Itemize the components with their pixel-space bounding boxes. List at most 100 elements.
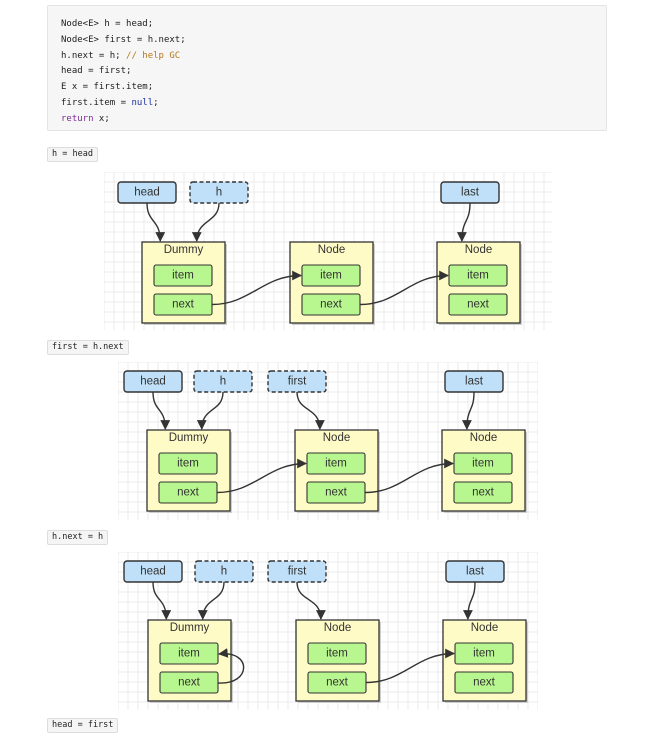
pointer-arrow-first	[296, 581, 326, 620]
node-field-item: item	[325, 458, 347, 470]
pointer-box	[189, 181, 249, 204]
node-field-item: item	[320, 270, 342, 282]
list-node: Node item next	[289, 241, 375, 325]
pointer-arrow-head	[152, 581, 172, 620]
pointer-first: first	[267, 370, 327, 393]
code-token: h.next = h;	[61, 50, 127, 61]
code-line: Node<E> first = h.next;	[61, 33, 606, 49]
node-field-next: next	[473, 677, 496, 689]
code-line: Node<E> h = head;	[61, 17, 606, 33]
node-title: Node	[471, 622, 499, 634]
node-field-box	[159, 642, 219, 665]
next-link-node-to-node	[365, 648, 455, 684]
node-field-item: item	[473, 648, 495, 660]
node-field-box	[301, 264, 361, 287]
node-field-box	[453, 481, 513, 504]
node-field-box	[454, 642, 514, 665]
pointer-arrow-first	[296, 391, 325, 430]
node-field-next: next	[467, 299, 490, 311]
step-label-1: h = head	[47, 147, 98, 162]
linked-list-diagram-2: DummyitemnextNodeitemnextNodeitemnexthea…	[118, 362, 538, 520]
node-title: Node	[318, 244, 346, 256]
pointer-arrow-head	[146, 202, 166, 242]
pointer-label: h	[220, 376, 226, 388]
pointer-arrow-last	[463, 581, 476, 620]
next-link-node-to-node	[359, 270, 449, 306]
pointer-box	[193, 370, 253, 393]
node-field-item: item	[178, 648, 200, 660]
pointer-label: first	[288, 376, 307, 388]
pointer-last: last	[445, 560, 505, 583]
pointer-arrow-last	[462, 391, 475, 430]
node-field-box	[453, 452, 513, 475]
pointer-box	[194, 560, 254, 583]
pointer-box	[267, 560, 327, 583]
pointer-last: last	[444, 370, 504, 393]
node-field-box	[158, 452, 218, 475]
pointer-head: head	[123, 370, 183, 393]
code-token: Node<E> first = h.next;	[61, 34, 186, 45]
node-field-box	[448, 264, 508, 287]
code-token: null	[131, 97, 154, 108]
pointer-label: head	[140, 376, 166, 388]
next-link-dummy-to-node	[211, 270, 302, 306]
pointer-head: head	[117, 181, 177, 204]
node-field-box	[448, 293, 508, 316]
step-label-4: head = first	[47, 718, 119, 733]
node-title: Dummy	[170, 622, 210, 634]
pointer-label: first	[288, 566, 307, 578]
pointer-label: last	[465, 376, 484, 388]
list-node: Node item next	[442, 619, 528, 703]
node-title: Node	[470, 432, 498, 444]
node-field-next: next	[320, 299, 343, 311]
code-line: h.next = h; // help GC	[61, 49, 606, 65]
pointer-last: last	[440, 181, 500, 204]
step-label-2: first = h.next	[47, 340, 129, 355]
node-field-item: item	[472, 458, 494, 470]
node-field-box	[159, 671, 219, 694]
next-link-node-to-node	[364, 458, 454, 494]
node-title: Node	[324, 622, 352, 634]
code-token: ;	[153, 97, 159, 108]
step-label-3: h.next = h	[47, 530, 109, 545]
pointer-arrow-h	[191, 202, 220, 242]
pointer-label: h	[221, 566, 227, 578]
pointer-first: first	[267, 560, 327, 583]
node-field-box	[307, 642, 367, 665]
pointer-h: h	[194, 560, 254, 583]
pointer-label: last	[466, 566, 485, 578]
list-node: Node item next	[294, 429, 380, 513]
code-line: E x = first.item;	[61, 80, 606, 96]
node-title: Node	[465, 244, 493, 256]
code-token: E x = first.item;	[61, 82, 154, 93]
code-line: head = first;	[61, 64, 606, 80]
pointer-arrow-h	[196, 391, 224, 430]
next-link-dummy-to-node	[216, 458, 307, 494]
node-field-box	[454, 671, 514, 694]
pointer-h: h	[193, 370, 253, 393]
node-field-item: item	[177, 458, 199, 470]
code-token: head = first;	[61, 66, 132, 77]
node-field-item: item	[467, 270, 489, 282]
code-token: first.item =	[61, 97, 132, 108]
pointer-arrow-head	[152, 391, 171, 430]
node-field-next: next	[325, 487, 348, 499]
code-token: Node<E> h = head;	[61, 19, 154, 29]
code-line: return x;	[61, 112, 606, 128]
node-title: Node	[323, 432, 351, 444]
pointer-h: h	[189, 181, 249, 204]
node-field-next: next	[177, 487, 200, 499]
list-node: Node item next	[436, 241, 522, 325]
node-field-box	[153, 264, 213, 287]
node-field-box	[306, 452, 366, 475]
pointer-box	[267, 370, 327, 393]
self-link-dummy	[217, 648, 245, 684]
